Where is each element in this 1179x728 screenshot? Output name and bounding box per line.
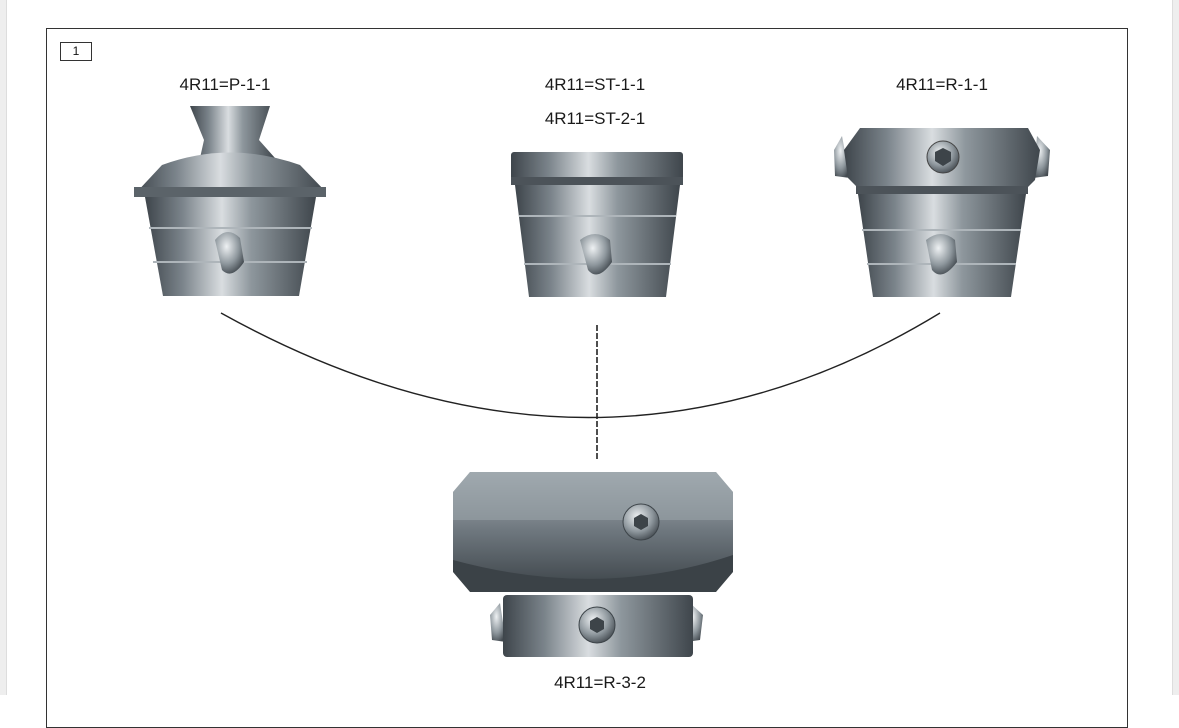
page-edge-right xyxy=(1172,0,1179,695)
connector-arc xyxy=(220,312,941,419)
part-label-r-1-1: 4R11=R-1-1 xyxy=(896,75,988,94)
part-label-p-1-1: 4R11=P-1-1 xyxy=(179,75,271,94)
part-label-st-1-1: 4R11=ST-1-1 xyxy=(544,75,646,94)
part-r-1-1 xyxy=(834,128,1050,297)
part-p-1-1 xyxy=(134,106,326,296)
part-label-r-3-2: 4R11=R-3-2 xyxy=(554,673,646,692)
page-edge-left xyxy=(0,0,7,695)
part-label-st-2-1: 4R11=ST-2-1 xyxy=(544,109,646,128)
diagram-drawing xyxy=(134,106,1050,657)
part-st-1-1 xyxy=(511,152,683,297)
part-r-3-2 xyxy=(453,472,733,657)
figure-number: 1 xyxy=(60,42,92,61)
